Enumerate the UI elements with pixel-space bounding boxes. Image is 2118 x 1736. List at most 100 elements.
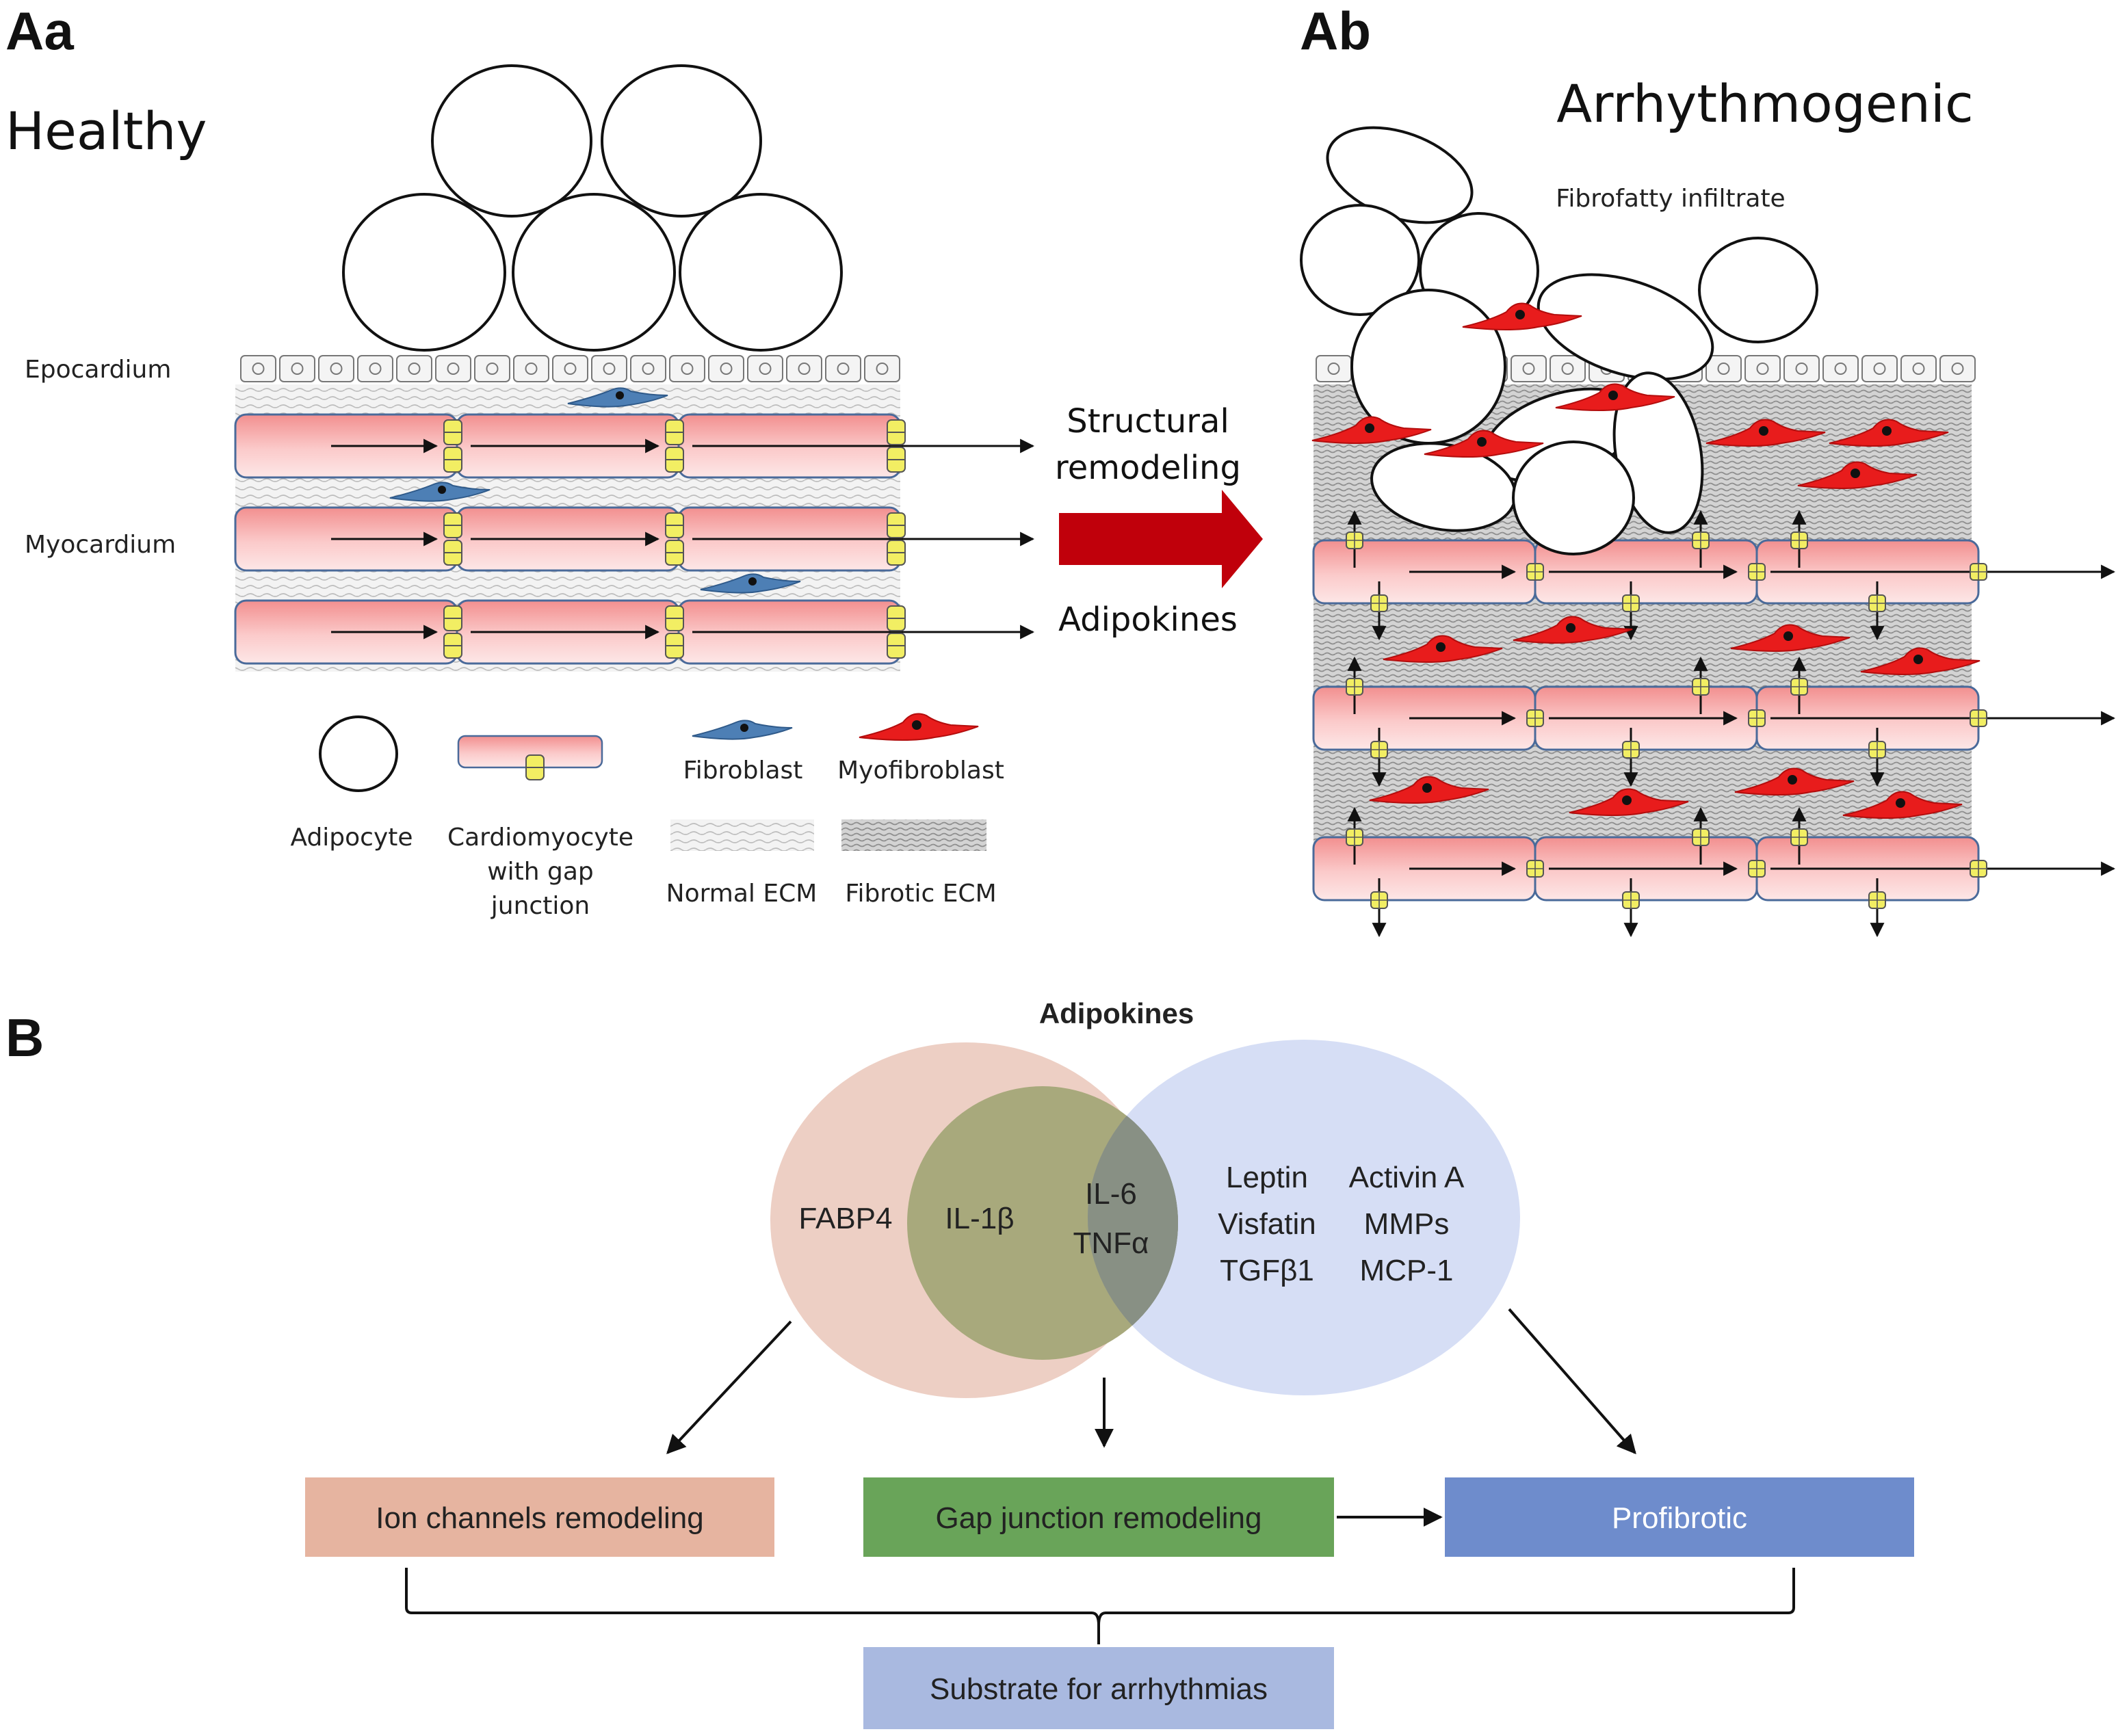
healthy-title: Healthy bbox=[5, 101, 207, 161]
gap-junction bbox=[887, 605, 906, 631]
panel-ab-arrhythmogenic: Ab Arrhythmogenic Fibrofatty infiltrate bbox=[1300, 1, 2116, 938]
epicardium-cell bbox=[630, 355, 666, 382]
epicardium-cell bbox=[474, 355, 510, 382]
epicardium-cell bbox=[552, 355, 588, 382]
venn-fabp4: FABP4 bbox=[799, 1202, 893, 1235]
epicardium-cell-nucleus bbox=[369, 363, 382, 375]
panel-letter-ab: Ab bbox=[1300, 1, 1371, 61]
legend-adipocyte-icon bbox=[319, 715, 398, 792]
myocardium-label: Myocardium bbox=[25, 531, 176, 559]
epicardium-cell bbox=[318, 355, 354, 382]
epicardium-cell bbox=[669, 355, 705, 382]
epicardium-cell bbox=[786, 355, 822, 382]
gap-junction bbox=[887, 447, 906, 473]
lateral-gap-junction bbox=[1346, 531, 1363, 549]
epicardium-cell-nucleus bbox=[603, 363, 616, 375]
legend-fibroblast-icon bbox=[692, 720, 793, 740]
lateral-gap-junction bbox=[1346, 828, 1363, 846]
epicardium-cell-nucleus bbox=[1873, 363, 1886, 375]
gap-junction bbox=[443, 512, 462, 538]
lateral-gap-junction bbox=[1622, 594, 1640, 612]
legend-normal-ecm-icon bbox=[670, 819, 814, 851]
lateral-gap-junction bbox=[1370, 741, 1388, 759]
gap-junction bbox=[665, 419, 684, 445]
gap-junction bbox=[1526, 860, 1544, 878]
epicardium-cell-nucleus bbox=[1561, 363, 1574, 375]
legend-fibroblast-label: Fibroblast bbox=[683, 757, 803, 785]
gap-junction bbox=[665, 605, 684, 631]
venn-mcp1: MCP-1 bbox=[1360, 1254, 1454, 1287]
adipokines-venn-diagram: FABP4 IL-1β IL-6 TNFα Leptin Visfatin TG… bbox=[770, 1040, 1520, 1398]
venn-il6: IL-6 bbox=[1085, 1177, 1137, 1211]
adipocyte bbox=[1537, 273, 1714, 381]
gap-junction bbox=[887, 633, 906, 659]
venn-right-circle bbox=[1088, 1040, 1520, 1395]
epicardium-cell-nucleus bbox=[1717, 363, 1730, 375]
gap-junction bbox=[887, 512, 906, 538]
epicardium-cell-nucleus bbox=[486, 363, 499, 375]
venn-mmps: MMPs bbox=[1364, 1207, 1450, 1241]
epicardium-cell bbox=[279, 355, 315, 382]
remodeling-label: remodeling bbox=[1055, 449, 1241, 487]
panel-letter-b: B bbox=[5, 1008, 44, 1068]
panel-letter-aa: Aa bbox=[5, 1, 74, 61]
lateral-gap-junction bbox=[1622, 891, 1640, 909]
epicardium-cell-nucleus bbox=[1756, 363, 1769, 375]
lateral-gap-junction bbox=[1370, 594, 1388, 612]
gap-junction bbox=[1526, 563, 1544, 581]
gap-junction bbox=[1748, 563, 1766, 581]
epicardium-cell-nucleus bbox=[837, 363, 850, 375]
venn-activin-a: Activin A bbox=[1349, 1161, 1465, 1194]
epicardium-cell bbox=[1511, 355, 1547, 382]
venn-arrows bbox=[666, 1308, 1636, 1527]
healthy-myocardium bbox=[234, 413, 1035, 665]
gap-junction bbox=[1748, 860, 1766, 878]
epicardium-cell-nucleus bbox=[876, 363, 889, 375]
gap-junction bbox=[443, 633, 462, 659]
epicardium-cell-nucleus bbox=[1522, 363, 1535, 375]
epicardium-cell-nucleus bbox=[252, 363, 265, 375]
gap-junction bbox=[443, 540, 462, 566]
healthy-adipocytes bbox=[342, 64, 843, 352]
epicardium-label: Epocardium bbox=[25, 356, 171, 384]
epicardium-cell bbox=[1900, 355, 1937, 382]
gap-junction bbox=[665, 512, 684, 538]
gap-junction bbox=[665, 447, 684, 473]
epicardium-cell-nucleus bbox=[564, 363, 577, 375]
gap-junction bbox=[1526, 709, 1544, 727]
arrhythmogenic-myocardium bbox=[1312, 510, 2116, 938]
healthy-epicardium-cells bbox=[240, 355, 900, 382]
epicardium-cell bbox=[747, 355, 783, 382]
adipokines-label: Adipokines bbox=[1058, 601, 1238, 639]
epicardium-cell bbox=[1939, 355, 1976, 382]
lateral-gap-junction bbox=[1868, 594, 1886, 612]
red-transition-arrow bbox=[1059, 490, 1263, 588]
adipokines-title: Adipokines bbox=[1039, 997, 1194, 1029]
adipocyte bbox=[342, 193, 506, 352]
epicardium-cell bbox=[396, 355, 432, 382]
epicardium-cell bbox=[1822, 355, 1859, 382]
epicardium-cell-nucleus bbox=[330, 363, 343, 375]
epicardium-cell bbox=[357, 355, 393, 382]
lateral-gap-junction bbox=[1346, 678, 1363, 696]
legend-fibrotic-ecm-icon bbox=[841, 819, 986, 851]
fibrofatty-infiltrate-label: Fibrofatty infiltrate bbox=[1556, 185, 1785, 213]
epicardium-cell bbox=[1861, 355, 1898, 382]
epicardium-cell-nucleus bbox=[798, 363, 811, 375]
gap-junction bbox=[443, 419, 462, 445]
arrow-to-ion-channels bbox=[666, 1320, 792, 1455]
epicardium-cell bbox=[591, 355, 627, 382]
adipocyte bbox=[1512, 440, 1635, 555]
epicardium-cell bbox=[1744, 355, 1781, 382]
epicardium-cell-nucleus bbox=[1327, 363, 1340, 375]
arrow-to-profibrotic bbox=[1508, 1308, 1636, 1455]
panel-aa-healthy: Aa Healthy Epocardium Myocardium bbox=[5, 1, 1035, 672]
epicardium-cell bbox=[240, 355, 276, 382]
gap-junction bbox=[887, 419, 906, 445]
adipocyte bbox=[431, 64, 592, 218]
venn-il1b: IL-1β bbox=[945, 1202, 1014, 1235]
substrate-label: Substrate for arrhythmias bbox=[930, 1672, 1268, 1706]
adipocyte bbox=[512, 193, 676, 352]
profibrotic-box bbox=[1445, 1477, 1914, 1557]
substrate-box bbox=[863, 1647, 1334, 1729]
